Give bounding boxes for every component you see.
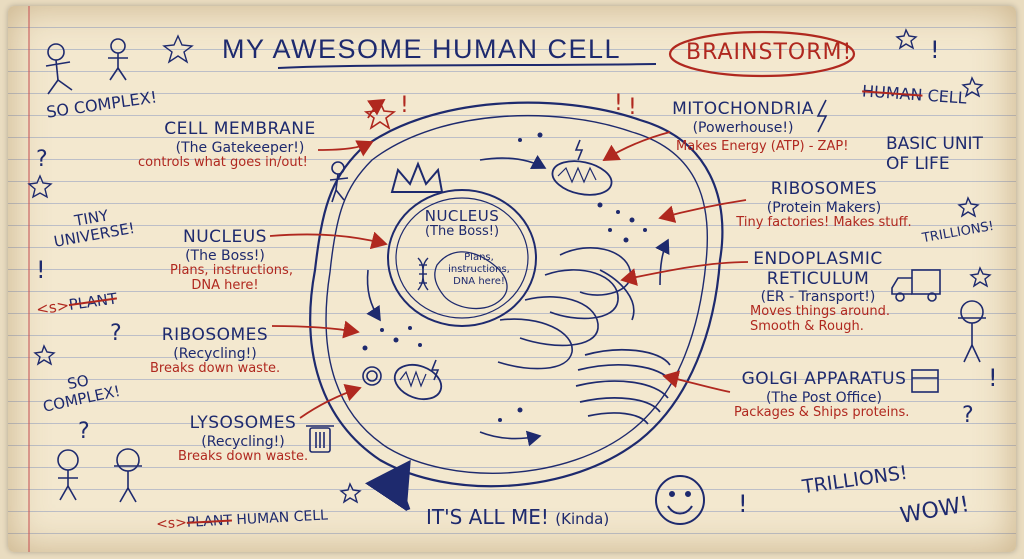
stick-figure-icon <box>45 38 986 503</box>
label-lysosomes-sub: (Recycling!) <box>201 433 285 450</box>
label-golgi-sub: (The Post Office) <box>765 389 883 406</box>
endoplasmic-reticulum <box>497 247 635 370</box>
title-badge: BRAINSTORM! <box>686 40 853 65</box>
svg-text:?: ? <box>36 147 48 172</box>
label-ribosomes-left-sub: (Recycling!) <box>173 345 257 362</box>
arrow-membrane <box>317 140 374 157</box>
label-ribosomes-right: RIBOSOMES (Protein Makers) Tiny factorie… <box>734 179 914 231</box>
svg-text:!: ! <box>738 490 748 518</box>
label-ribosomes-left-name: RIBOSOMES <box>161 325 269 345</box>
label-nucleus-left-name: NUCLEUS <box>183 227 267 247</box>
nucleus-thought-bubble: Plans, instructions, DNA here! <box>448 252 510 287</box>
label-mitochondria: MITOCHONDRIA (Powerhouse!) Makes Energy … <box>668 99 849 155</box>
crown-icon <box>390 161 444 193</box>
brainstorm-oval <box>668 30 856 78</box>
margin-line <box>28 6 30 552</box>
nucleus-inner-sub: (The Boss!) <box>424 224 500 240</box>
mitochondrion-bottom <box>393 363 443 401</box>
label-lysosomes-note: Breaks down waste. <box>178 448 309 464</box>
smiley-face-icon <box>655 475 705 525</box>
title-underline <box>277 63 657 69</box>
golgi-apparatus <box>575 349 673 425</box>
label-ribosomes-right-sub: (Protein Makers) <box>766 199 882 216</box>
label-nucleus-left-note2: DNA here! <box>191 277 259 293</box>
trash-icon <box>306 425 334 453</box>
label-er-note1: Moves things around. <box>750 304 890 320</box>
exclamation-icon: !!!! <box>36 36 998 518</box>
page-title: MY AWESOME HUMAN CELL <box>222 34 622 64</box>
arrow-ribosomes-left <box>271 320 360 339</box>
label-er-sub: (ER - Transport!) <box>760 289 876 306</box>
cell-membrane <box>309 101 724 488</box>
label-cell-membrane: CELL MEMBRANE (The Gatekeeper!) controls… <box>138 119 330 171</box>
arrow-er <box>620 261 749 286</box>
label-cell-membrane-sub: (The Gatekeeper!) <box>175 139 305 156</box>
label-golgi-name: GOLGI APPARATUS <box>741 369 907 389</box>
label-ribosomes-right-note: Tiny factories! Makes stuff. <box>736 214 912 230</box>
lightning-icon <box>430 99 828 381</box>
big-blue-arrow <box>365 459 411 512</box>
doodle-basic-unit: BASIC UNIT OF LIFE <box>886 134 983 175</box>
arrow-ribosomes-right <box>658 199 747 223</box>
label-mitochondria-name: MITOCHONDRIA <box>672 99 814 119</box>
label-lysosomes: LYSOSOMES (Recycling!) Breaks down waste… <box>178 413 309 465</box>
label-mitochondria-note: Makes Energy (ATP) - ZAP! <box>676 138 849 154</box>
label-er-name2: RETICULUM <box>766 268 870 289</box>
label-lysosomes-name: LYSOSOMES <box>189 413 297 433</box>
label-mitochondria-sub: (Powerhouse!) <box>692 119 794 136</box>
label-ribosomes-right-name: RIBOSOMES <box>770 179 878 199</box>
its-all-me: IT'S ALL ME! (Kinda) <box>426 505 610 529</box>
question-mark-icon: ???? <box>36 147 974 444</box>
label-golgi-note: Packages & Ships proteins. <box>734 404 910 420</box>
svg-text:!: ! <box>36 256 46 284</box>
nucleus-inner-name: NUCLEUS <box>424 207 500 225</box>
dna-icon <box>417 257 429 291</box>
label-ribosomes-left-note: Breaks down waste. <box>150 360 281 376</box>
label-er: ENDOPLASMIC RETICULUM (ER - Transport!) … <box>750 249 890 335</box>
red-star-icon <box>363 100 397 130</box>
truck-icon <box>891 269 941 302</box>
svg-text:!: ! <box>614 91 623 116</box>
label-nucleus-left-note1: Plans, instructions, <box>170 262 293 278</box>
svg-text:?: ? <box>78 419 90 444</box>
svg-text:!: ! <box>930 36 940 64</box>
label-nucleus-left: NUCLEUS (The Boss!) Plans, instructions,… <box>170 227 293 294</box>
notebook-paper <box>8 6 1016 552</box>
mitochondrion-top <box>551 160 613 196</box>
ribosome-dots <box>362 132 647 422</box>
label-cell-membrane-note: controls what goes in/out! <box>138 154 308 170</box>
arrow-lysosomes <box>299 384 362 419</box>
svg-text:?: ? <box>962 403 974 428</box>
svg-text:?: ? <box>110 321 122 346</box>
star-icon <box>27 28 992 504</box>
nucleus <box>387 189 537 327</box>
label-cell-membrane-name: CELL MEMBRANE <box>164 119 316 139</box>
label-nucleus-left-sub: (The Boss!) <box>185 247 265 264</box>
label-er-note2: Smooth & Rough. <box>750 319 864 335</box>
nucleus-inner-label: NUCLEUS (The Boss!) <box>408 207 516 240</box>
arrow-golgi <box>662 370 731 393</box>
svg-text:!: ! <box>628 95 637 120</box>
label-er-name1: ENDOPLASMIC <box>753 249 883 269</box>
arrow-mitochondria <box>602 131 671 161</box>
label-golgi: GOLGI APPARATUS (The Post Office) Packag… <box>734 369 914 421</box>
package-icon <box>911 369 939 393</box>
label-ribosomes-left: RIBOSOMES (Recycling!) Breaks down waste… <box>150 325 281 377</box>
svg-text:!: ! <box>400 93 409 118</box>
arrow-nucleus <box>269 231 388 250</box>
lysosome-vesicle <box>362 366 382 386</box>
svg-text:!: ! <box>988 364 998 392</box>
